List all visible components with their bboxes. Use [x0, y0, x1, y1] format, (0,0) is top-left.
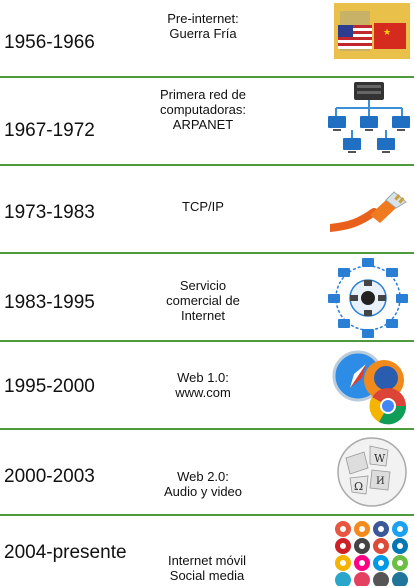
- event-line: ARPANET: [172, 117, 234, 132]
- period-label: 1956-1966: [4, 32, 95, 53]
- svg-text:★: ★: [383, 28, 391, 38]
- svg-text:W: W: [374, 452, 386, 465]
- event-line: Web 2.0:: [177, 469, 229, 484]
- wikipedia-globe-icon: Ω W И: [334, 432, 410, 512]
- svg-text:И: И: [376, 476, 385, 487]
- period-label: 2004-presente: [4, 542, 127, 563]
- timeline-row: 1973-1983 TCP/IP: [0, 166, 414, 252]
- event-line: Social media: [169, 568, 245, 583]
- network-hub-icon: [326, 256, 410, 340]
- period-label: 1995-2000: [4, 376, 95, 397]
- event-line: comercial de: [166, 293, 240, 308]
- web-browsers-icon: [330, 348, 410, 426]
- event-line: Pre-internet:: [167, 11, 239, 26]
- event-description: Servicio comercial de Internet: [138, 278, 268, 323]
- svg-text:Ω: Ω: [354, 480, 363, 493]
- social-media-icons: [334, 520, 410, 586]
- event-description: Pre-internet: Guerra Fría: [138, 11, 268, 41]
- timeline-row: 1956-1966 Pre-internet: Guerra Fría ★: [0, 0, 414, 76]
- row-divider: [0, 514, 414, 516]
- timeline-row: 2004-presente Internet móvil Social medi…: [0, 516, 414, 587]
- event-line: Primera red de: [160, 87, 246, 102]
- event-line: Internet: [180, 308, 226, 323]
- event-description: Web 1.0: www.com: [138, 370, 268, 400]
- ethernet-cable-icon: [330, 180, 410, 234]
- event-description: Primera red de computadoras: ARPANET: [138, 87, 268, 132]
- event-line: Audio y video: [163, 484, 243, 499]
- event-line: www.com: [175, 385, 231, 400]
- period-label: 1983-1995: [4, 292, 95, 313]
- timeline-row: 2000-2003 Web 2.0: Audio y video Ω W И: [0, 430, 414, 514]
- event-description: Web 2.0: Audio y video: [138, 469, 268, 499]
- timeline-row: 1967-1972 Primera red de computadoras: A…: [0, 78, 414, 164]
- event-description: TCP/IP: [138, 199, 268, 214]
- event-line: TCP/IP: [182, 199, 224, 214]
- period-label: 1973-1983: [4, 202, 95, 223]
- row-divider: [0, 164, 414, 166]
- timeline-row: 1995-2000 Web 1.0: www.com: [0, 342, 414, 428]
- period-label: 2000-2003: [4, 466, 95, 487]
- period-label: 1967-1972: [4, 120, 95, 141]
- event-line: computadoras:: [160, 102, 246, 117]
- computer-network-icon: [328, 80, 410, 164]
- event-line: Guerra Fría: [169, 26, 237, 41]
- event-line: Web 1.0:: [177, 370, 229, 385]
- event-description: Internet móvil Social media: [142, 553, 272, 583]
- row-divider: [0, 428, 414, 430]
- row-divider: [0, 340, 414, 342]
- timeline-row: 1983-1995 Servicio comercial de Internet: [0, 254, 414, 340]
- row-divider: [0, 252, 414, 254]
- cold-war-flags-icon: ★: [334, 3, 410, 59]
- row-divider: [0, 76, 414, 78]
- event-line: Internet móvil: [167, 553, 247, 568]
- event-line: Servicio: [179, 278, 227, 293]
